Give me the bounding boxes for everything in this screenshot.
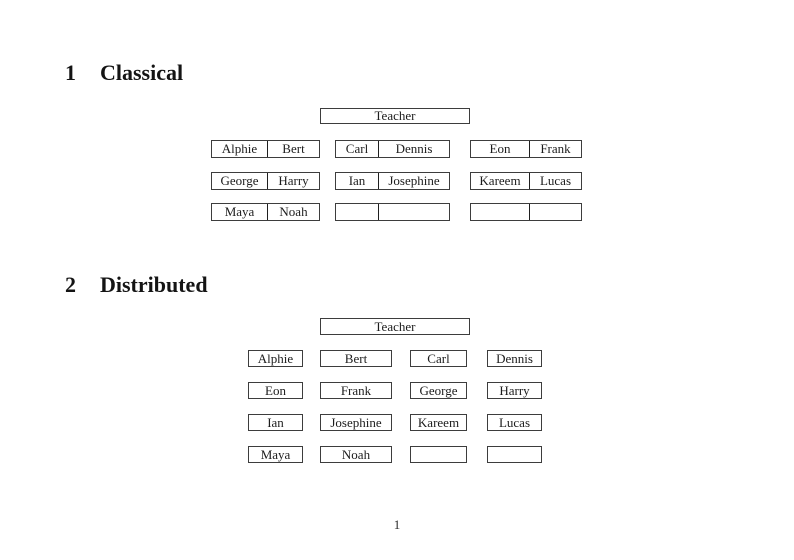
desk-seat-label: Noah bbox=[267, 204, 319, 220]
desk-box: Carl Dennis bbox=[335, 140, 450, 158]
desk-box: Ian Josephine bbox=[335, 172, 450, 190]
desk-seat-label: Ian bbox=[348, 173, 366, 188]
desk-seat-label: Dennis bbox=[378, 141, 449, 157]
seat-box: Bert bbox=[320, 350, 392, 367]
seat-label: Frank bbox=[340, 382, 372, 398]
desk-seat-label: Harry bbox=[267, 173, 319, 189]
desk-box-empty bbox=[470, 203, 582, 221]
desk-box: Maya Noah bbox=[211, 203, 320, 221]
seat-label: Lucas bbox=[498, 414, 531, 430]
seat-label: Maya bbox=[260, 446, 291, 462]
teacher-label: Teacher bbox=[374, 318, 416, 334]
seat-label: Dennis bbox=[496, 350, 533, 366]
seat-box: Kareem bbox=[410, 414, 467, 431]
desk-box: Alphie Bert bbox=[211, 140, 320, 158]
page-number: 1 bbox=[393, 517, 401, 532]
desk-seat-label: Carl bbox=[345, 141, 369, 156]
teacher-box: Teacher bbox=[320, 108, 470, 124]
seat-box: Carl bbox=[410, 350, 467, 367]
seat-label: Josephine bbox=[330, 414, 382, 430]
seat-label: Alphie bbox=[257, 350, 294, 366]
seat-box: George bbox=[410, 382, 467, 399]
desk-seat-label bbox=[529, 204, 581, 220]
section-title: Classical bbox=[100, 60, 184, 85]
desk-seat-label: Josephine bbox=[378, 173, 449, 189]
desk-seat-label: Eon bbox=[489, 141, 511, 156]
seat-box: Eon bbox=[248, 382, 303, 399]
desk-seat-label: Lucas bbox=[529, 173, 581, 189]
section-number: 2 bbox=[65, 272, 76, 297]
section-title: Distributed bbox=[100, 272, 208, 297]
desk-seat-label bbox=[378, 204, 449, 220]
section-heading-classical: 1 Classical bbox=[65, 62, 183, 84]
teacher-label: Teacher bbox=[374, 108, 416, 123]
seat-box-empty bbox=[487, 446, 542, 463]
seat-label: Ian bbox=[267, 414, 284, 430]
seat-label: Eon bbox=[265, 382, 286, 398]
seat-box: Harry bbox=[487, 382, 542, 399]
seat-box: Ian bbox=[248, 414, 303, 431]
section-heading-distributed: 2 Distributed bbox=[65, 274, 208, 296]
desk-seat-label: Frank bbox=[529, 141, 581, 157]
seat-label: Carl bbox=[427, 350, 450, 366]
seat-label: Noah bbox=[341, 446, 371, 462]
desk-seat-label: Kareem bbox=[479, 173, 521, 188]
desk-box: Eon Frank bbox=[470, 140, 582, 158]
desk-box: George Harry bbox=[211, 172, 320, 190]
desk-seat-label: George bbox=[220, 173, 259, 188]
desk-seat-label bbox=[471, 204, 529, 220]
seat-box: Maya bbox=[248, 446, 303, 463]
desk-seat-label: Bert bbox=[267, 141, 319, 157]
desk-seat-label bbox=[336, 204, 378, 220]
desk-box-empty bbox=[335, 203, 450, 221]
desk-seat-label: Alphie bbox=[221, 141, 258, 156]
seat-box-empty bbox=[410, 446, 467, 463]
desk-seat-label: Maya bbox=[224, 204, 255, 219]
seat-label: Bert bbox=[344, 350, 368, 366]
seat-label: George bbox=[419, 382, 458, 398]
seat-box: Lucas bbox=[487, 414, 542, 431]
teacher-box: Teacher bbox=[320, 318, 470, 335]
seat-box: Dennis bbox=[487, 350, 542, 367]
seat-box: Alphie bbox=[248, 350, 303, 367]
seat-label: Harry bbox=[499, 382, 530, 398]
desk-box: Kareem Lucas bbox=[470, 172, 582, 190]
seat-box: Noah bbox=[320, 446, 392, 463]
seat-box: Frank bbox=[320, 382, 392, 399]
section-number: 1 bbox=[65, 60, 76, 85]
seat-label: Kareem bbox=[417, 414, 460, 430]
seat-box: Josephine bbox=[320, 414, 392, 431]
